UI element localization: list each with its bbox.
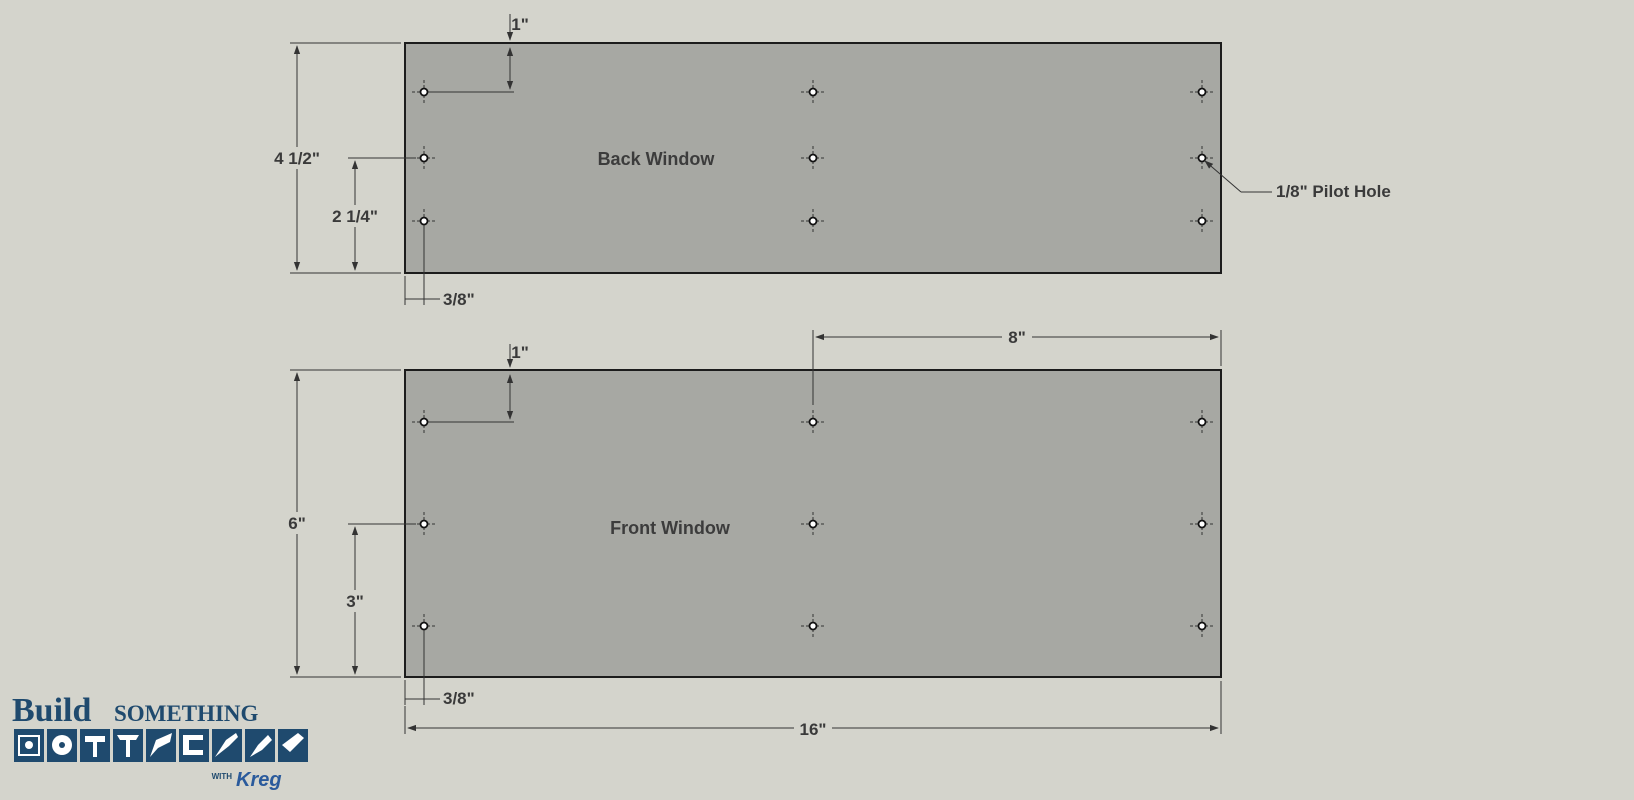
back-window-label: Back Window [598,149,716,169]
pilot-hole-icon [412,146,436,170]
logo-tool-tiles [14,729,308,762]
back-side-offset-dimension [404,226,440,305]
overall-width-label: 16" [800,720,827,739]
pilot-hole-leader [1204,160,1272,193]
front-top-offset-dimension [430,344,514,423]
pilot-hole-icon [1190,410,1214,434]
front-side-offset-label: 3/8" [443,689,475,708]
front-window-label: Front Window [610,518,731,538]
chisel-icon [215,733,238,757]
pilot-hole-callout: 1/8" Pilot Hole [1276,182,1391,201]
pilot-hole-icon [1190,80,1214,104]
pilot-hole-icon [1190,512,1214,536]
back-window-panel: Back Window 4 1/2" 2 1/4" [266,14,1391,309]
pilot-hole-icon [1190,146,1214,170]
back-top-offset-label: 1" [511,15,529,34]
tape-measure-icon [18,735,40,756]
logo-something-text: SOMETHING [114,701,259,726]
pilot-hole-icon [801,146,825,170]
logo-build-text: Build [12,692,91,729]
front-height-label: 6" [288,514,306,533]
back-half-height-label: 2 1/4" [332,207,378,226]
drill-icon [150,733,172,757]
front-pilot-holes [412,410,1214,638]
back-top-offset-dimension [430,14,514,93]
pilot-hole-icon [801,410,825,434]
back-height-label: 4 1/2" [274,149,320,168]
front-window-panel: Front Window 6" 3" [280,326,1222,739]
pilot-hole-icon [1190,209,1214,233]
glue-gun-icon [282,733,304,752]
front-side-offset-dimension [404,631,440,705]
pilot-hole-icon [412,512,436,536]
front-top-offset-label: 1" [511,343,529,362]
pilot-hole-icon [801,80,825,104]
front-half-width-label: 8" [1008,328,1026,347]
back-pilot-holes [412,80,1214,233]
buildsomething-logo: Build SOMETHING [12,692,308,791]
back-side-offset-label: 3/8" [443,290,475,309]
kreg-logo: Kreg [236,769,282,791]
tape-measure-icon [25,741,33,749]
clamp-icon [183,735,189,755]
hammer-icon [85,736,105,742]
logo-with-text: WITH [212,772,233,781]
brush-icon [250,735,272,757]
front-half-height-label: 3" [346,592,364,611]
pilot-hole-icon [801,209,825,233]
square-icon [117,735,139,740]
pilot-hole-icon [801,512,825,536]
pilot-hole-icon [801,614,825,638]
pilot-hole-icon [1190,614,1214,638]
